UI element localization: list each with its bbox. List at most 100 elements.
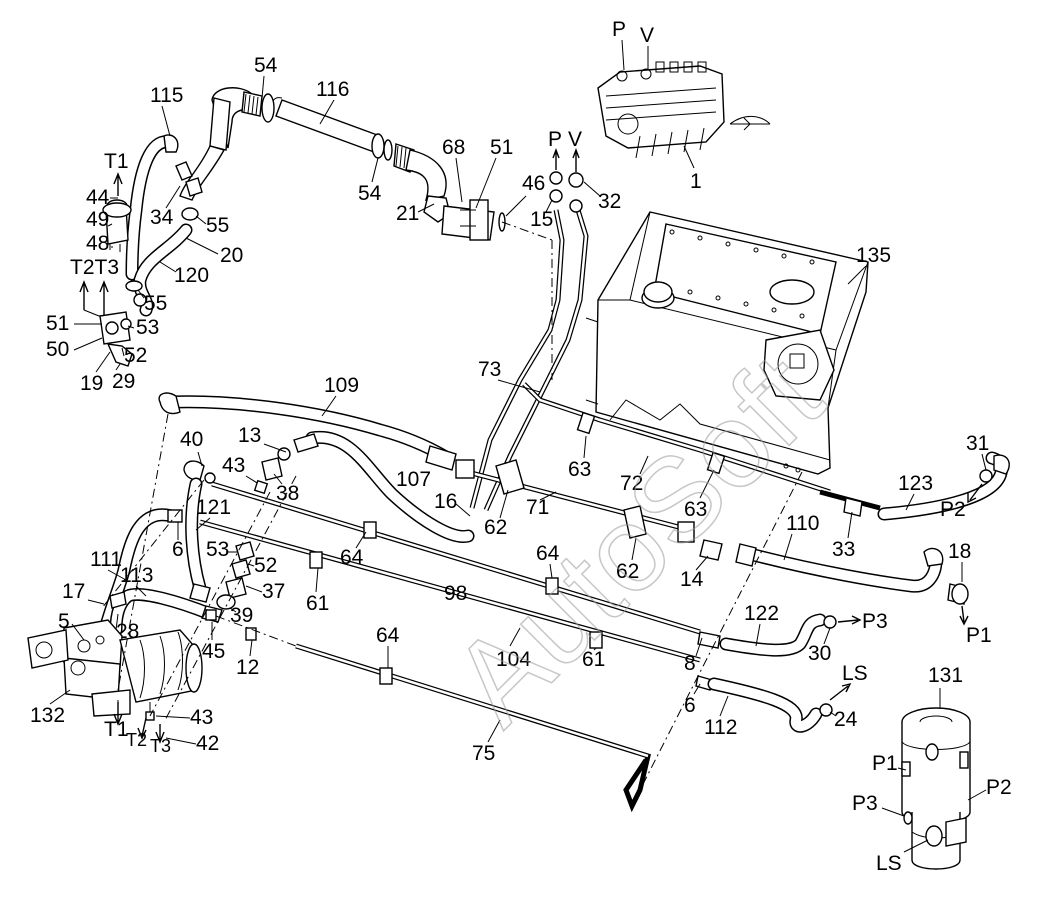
callout-135: 135 [856, 244, 891, 267]
port-label-swivel-p1: P1 [872, 752, 898, 775]
callout-72: 72 [620, 472, 643, 495]
callout-32: 32 [598, 190, 621, 213]
port-label-p: P [548, 128, 562, 151]
callout-55-bottom: 55 [144, 292, 167, 315]
callout-122: 122 [744, 602, 779, 625]
callout-61-mid: 61 [582, 648, 605, 671]
callout-52-mid: 52 [254, 554, 277, 577]
callout-29: 29 [112, 370, 135, 393]
port-label-t3-bottom: T3 [150, 736, 171, 756]
callout-6-left: 6 [172, 538, 184, 561]
callout-42: 42 [196, 732, 219, 755]
callout-37: 37 [262, 580, 285, 603]
return-line-72 [522, 382, 831, 495]
callout-19: 19 [80, 372, 103, 395]
callout-116: 116 [316, 78, 349, 101]
callout-110: 110 [786, 512, 819, 535]
tube-104 [199, 519, 701, 663]
port-label-ls-right: LS [842, 662, 868, 685]
hose-109 [158, 392, 457, 471]
swivel-joint-131 [901, 707, 971, 870]
hose-121 [183, 460, 216, 603]
callout-44: 44 [86, 186, 110, 209]
callout-71: 71 [526, 496, 549, 519]
hydraulic-tank-135 [585, 211, 869, 475]
callout-14: 14 [680, 568, 704, 591]
callout-15: 15 [530, 208, 553, 231]
callout-20: 20 [220, 244, 243, 267]
callout-61-left: 61 [306, 592, 329, 615]
port-label-swivel-p3: P3 [852, 792, 878, 815]
callout-46: 46 [522, 172, 545, 195]
callout-13: 13 [238, 424, 261, 447]
callout-12: 12 [236, 656, 259, 679]
callout-132: 132 [30, 704, 65, 727]
callout-1: 1 [690, 170, 702, 193]
callout-18: 18 [948, 540, 971, 563]
callout-112: 112 [704, 716, 737, 739]
callout-109: 109 [324, 374, 359, 397]
port-label-t1-bottom: T1 [104, 718, 129, 741]
hose-110 [699, 539, 969, 605]
fitting-block-50 [99, 311, 133, 367]
callout-31: 31 [966, 432, 989, 455]
callout-53-left: 53 [136, 316, 159, 339]
callout-33: 33 [832, 538, 855, 561]
port-label-swivel-ls: LS [876, 852, 902, 875]
callout-113: 113 [120, 564, 153, 587]
hose-115 [125, 134, 179, 281]
callout-45: 45 [202, 640, 225, 663]
callout-54-top: 54 [254, 54, 278, 77]
port-label-p3-right: P3 [862, 610, 888, 633]
callout-111: 111 [90, 548, 122, 571]
callout-24: 24 [834, 708, 858, 731]
callout-123: 123 [898, 472, 933, 495]
hydraulic-pump-132 [27, 619, 203, 718]
control-valve-1 [597, 61, 771, 169]
callout-54-bottom: 54 [358, 182, 382, 205]
tee-block-49 [102, 199, 132, 252]
callout-17: 17 [62, 580, 85, 603]
callout-48: 48 [86, 232, 109, 255]
hose-112 [695, 675, 833, 733]
port-label-v: V [568, 128, 582, 151]
callout-98: 98 [444, 582, 467, 605]
callout-53-mid: 53 [206, 538, 229, 561]
callout-50: 50 [46, 338, 69, 361]
callout-64-bottom: 64 [376, 624, 400, 647]
port-label-valve-p: P [612, 18, 626, 41]
port-label-t2t3-top: T2T3 [70, 256, 119, 279]
callout-52-left: 52 [124, 344, 147, 367]
callout-68: 68 [442, 136, 465, 159]
callout-73: 73 [478, 358, 501, 381]
callout-64-mid: 64 [536, 542, 560, 565]
callout-131: 131 [928, 664, 963, 687]
hose-123 [819, 451, 1010, 521]
callout-55-top: 55 [206, 214, 229, 237]
tube-98 [211, 481, 701, 635]
callout-121: 121 [196, 496, 231, 519]
callout-62-left: 62 [484, 516, 507, 539]
connection-dashed-lines [101, 221, 803, 791]
callout-43-bottom: 43 [190, 706, 213, 729]
port-label-p1-right: P1 [966, 624, 992, 647]
callout-30: 30 [808, 642, 831, 665]
callout-75: 75 [472, 742, 495, 765]
port-label-t1-top: T1 [104, 150, 129, 173]
port-label-swivel-p2: P2 [986, 776, 1012, 799]
callout-34: 34 [150, 206, 174, 229]
hose-107 [261, 430, 475, 543]
callout-38: 38 [276, 482, 299, 505]
callout-43-top: 43 [222, 454, 245, 477]
callout-64-left: 64 [340, 546, 364, 569]
callout-21: 21 [396, 202, 419, 225]
tube-75 [295, 643, 651, 813]
callout-63-right: 63 [684, 498, 707, 521]
callout-16: 16 [434, 490, 457, 513]
callout-39: 39 [230, 604, 253, 627]
tube-71 [455, 459, 695, 543]
callout-8: 8 [684, 652, 696, 675]
callout-120: 120 [174, 264, 209, 287]
callout-40: 40 [180, 428, 203, 451]
callout-6-right: 6 [684, 694, 696, 717]
